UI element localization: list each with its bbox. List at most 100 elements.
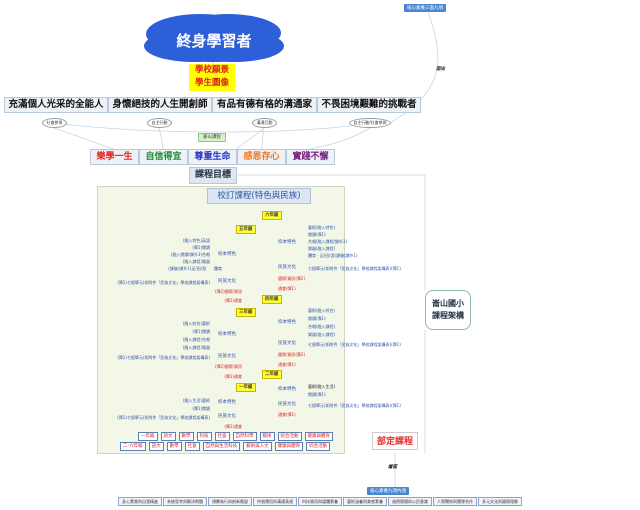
dimension-oval-combined[interactable]: 自主行動/社會參與 bbox=[349, 118, 391, 128]
subject-chip[interactable]: 一年級 bbox=[138, 432, 158, 441]
value-1[interactable]: 樂學一生 bbox=[90, 149, 139, 165]
g5-culture-item: (彈1)七個單元(如附件「民族文化」學校課程架構表) bbox=[117, 280, 210, 285]
g5-culture-label: 民族文化 bbox=[218, 279, 236, 284]
g1-feature-label: 校本特色 bbox=[218, 400, 236, 405]
student-image-3[interactable]: 有品有德有格的溝通家 bbox=[212, 97, 317, 113]
school-course-node[interactable]: 崙山課程 bbox=[198, 133, 226, 142]
competency-box[interactable]: 多元文化與國際理解 bbox=[478, 497, 522, 506]
value-2[interactable]: 自信得宜 bbox=[139, 149, 188, 165]
grade-2-node[interactable]: 二年級 bbox=[262, 370, 282, 379]
g3-culture-item: (彈1)七個單元(如附件「民族文化」學校課程架構表) bbox=[117, 355, 210, 360]
subject-chip[interactable]: 語文 bbox=[160, 432, 176, 441]
g5-pe-label: 體育 bbox=[214, 266, 222, 271]
g3-culture-label: 民族文化 bbox=[218, 354, 236, 359]
g6-feature-item: 閱讀(彈1) bbox=[308, 232, 326, 237]
g6-meet: 通會(彈1) bbox=[278, 286, 296, 291]
g5-feature-item: (融入特色)英語 bbox=[182, 238, 210, 243]
g4-meet: 通會(彈1) bbox=[278, 362, 296, 367]
competency-box[interactable]: 身心素質與自我精進 bbox=[118, 497, 162, 506]
g6-feature-item: 體育 · 足/田/游(課後/課外1) bbox=[308, 253, 358, 258]
course-goal-node[interactable]: 課程目標 bbox=[189, 167, 237, 184]
subject-chip[interactable]: 科技 bbox=[196, 432, 212, 441]
subject-chip[interactable]: 社會 bbox=[184, 442, 200, 451]
subject-chip[interactable]: 健康與體育 bbox=[274, 442, 304, 451]
subject-chip[interactable]: 綜合活動 bbox=[277, 432, 302, 441]
school-vision-box[interactable]: 學校願景 學生圖像 bbox=[189, 64, 235, 91]
competency-box[interactable]: 藝術涵養與美感素養 bbox=[343, 497, 387, 506]
g1-feature-item: (彈1)閱讀 bbox=[192, 406, 210, 411]
g5-feature-item: (融入閱讀/課外3)合唱 bbox=[170, 252, 210, 257]
g6-feature-item: 合唱(融入課程/課外3) bbox=[308, 239, 348, 244]
vision-line-2: 學生圖像 bbox=[194, 78, 229, 88]
student-image-1[interactable]: 充滿個人光采的全能人 bbox=[4, 97, 108, 113]
subject-chip[interactable]: 社會 bbox=[214, 432, 230, 441]
g3-feature-item: (融入綜合)藝術 bbox=[182, 321, 210, 326]
required-row-2: 二-六年級 語文 數學 社會 自然與生活科技 藝術與人文 健康與體育 綜合活動 bbox=[120, 442, 331, 451]
grade-6-node[interactable]: 六年級 bbox=[262, 211, 282, 220]
g4-feature-label: 校本特色 bbox=[278, 320, 296, 325]
required-course-node[interactable]: 部定課程 bbox=[372, 432, 418, 450]
g3-intl: (彈2)國際/資訊 bbox=[214, 364, 242, 369]
dimension-oval-social[interactable]: 社會參與 bbox=[42, 118, 67, 128]
grade-4-node[interactable]: 四年級 bbox=[262, 295, 282, 304]
competency-box[interactable]: 符號運用與溝通表達 bbox=[253, 497, 297, 506]
value-3[interactable]: 尊重生命 bbox=[188, 149, 237, 165]
subject-chip[interactable]: 二-六年級 bbox=[120, 442, 146, 451]
g5-feature-label: 校本特色 bbox=[218, 252, 236, 257]
dimension-oval-autonomous[interactable]: 自主行動 bbox=[147, 118, 172, 128]
grade-3-node[interactable]: 三年級 bbox=[236, 308, 256, 317]
lifelong-learner-cloud[interactable]: 終身學習者 bbox=[158, 18, 270, 62]
g6-culture-item: 七個單元(如附件「民族文化」學校課程架構表)(彈1) bbox=[308, 266, 401, 271]
core-competency-dimensions-node[interactable]: 核心素養三面九項 bbox=[404, 4, 446, 12]
competency-box[interactable]: 科技資訊與媒體素養 bbox=[298, 497, 342, 506]
subject-chip[interactable]: 綜合活動 bbox=[306, 442, 331, 451]
g6-culture-label: 民族文化 bbox=[278, 265, 296, 270]
g2-feature-item: 閱讀(彈1) bbox=[308, 392, 326, 397]
g4-feature-item: 藝術(融入綜合) bbox=[308, 308, 336, 313]
g6-intl: 國際/資訊(彈2) bbox=[278, 276, 306, 281]
competency-box[interactable]: 道德實踐與公民意識 bbox=[388, 497, 432, 506]
g1-culture-label: 民族文化 bbox=[218, 414, 236, 419]
value-4[interactable]: 感恩存心 bbox=[237, 149, 286, 165]
student-image-4[interactable]: 不畏困境艱難的挑戰者 bbox=[317, 97, 421, 113]
g2-feature-label: 校本特色 bbox=[278, 387, 296, 392]
g5-intl: (彈2)國際/資訊 bbox=[214, 289, 242, 294]
g4-culture-label: 民族文化 bbox=[278, 341, 296, 346]
g5-feature-item: (彈1)閱讀 bbox=[192, 245, 210, 250]
grade-1-node[interactable]: 一年級 bbox=[236, 383, 256, 392]
school-based-course-title[interactable]: 校訂課程(特色與民族) bbox=[207, 188, 311, 204]
competency-box[interactable]: 人際關係與團隊合作 bbox=[433, 497, 477, 506]
g5-feature-item: (課後/課外1)足/田/游 bbox=[168, 266, 206, 271]
g4-feature-item: 合唱(融入課程) bbox=[308, 324, 336, 329]
subject-chip[interactable]: 藝術 bbox=[259, 432, 275, 441]
subject-chip[interactable]: 自然科學 bbox=[232, 432, 257, 441]
g2-meet: 通會(彈1) bbox=[278, 412, 296, 417]
curriculum-architecture-node[interactable]: 崙山國小 課程架構 bbox=[425, 290, 471, 330]
dimension-oval-communication[interactable]: 溝通互動 bbox=[252, 118, 277, 128]
subject-chip[interactable]: 數學 bbox=[166, 442, 182, 451]
nine-competencies-node[interactable]: 核心素養九項內涵 bbox=[367, 487, 409, 495]
required-row-1: 一年級 語文 數學 科技 社會 自然科學 藝術 綜合活動 健康與體育 bbox=[138, 432, 333, 441]
competency-box[interactable]: 系統思考與解決問題 bbox=[163, 497, 207, 506]
value-5[interactable]: 實踐不懈 bbox=[286, 149, 335, 165]
g4-intl: 國際/資訊(彈2) bbox=[278, 352, 306, 357]
subject-chip[interactable]: 藝術與人文 bbox=[243, 442, 272, 451]
link-label-top: 面向 bbox=[436, 67, 445, 72]
g3-feature-item: (融入課程)樂器 bbox=[182, 345, 210, 350]
g2-feature-item: 藝術(融入生活) bbox=[308, 384, 336, 389]
g5-feature-item: (融入課程)樂器 bbox=[182, 259, 210, 264]
grade-5-node[interactable]: 五年級 bbox=[236, 225, 256, 234]
competency-box[interactable]: 規劃執行與創新應變 bbox=[208, 497, 252, 506]
g4-culture-item: 七個單元(如附件「民族文化」學校課程架構表)(彈1) bbox=[308, 342, 401, 347]
g1-culture-item: (彈1)七個單元(如附件「民族文化」學校課程架構表) bbox=[117, 415, 210, 420]
g5-meet: (彈1)通會 bbox=[224, 298, 242, 303]
arch-line-2: 課程架構 bbox=[432, 311, 464, 320]
student-image-2[interactable]: 身懷絕技的人生開創師 bbox=[108, 97, 212, 113]
subject-chip[interactable]: 自然與生活科技 bbox=[202, 442, 241, 451]
g6-feature-item: 樂器(融入課程) bbox=[308, 246, 336, 251]
subject-chip[interactable]: 健康與體育 bbox=[304, 432, 333, 441]
subject-chip[interactable]: 語文 bbox=[148, 442, 164, 451]
arch-line-1: 崙山國小 bbox=[432, 299, 464, 308]
subject-chip[interactable]: 數學 bbox=[178, 432, 194, 441]
g1-meet: (彈1)通會 bbox=[224, 424, 242, 429]
